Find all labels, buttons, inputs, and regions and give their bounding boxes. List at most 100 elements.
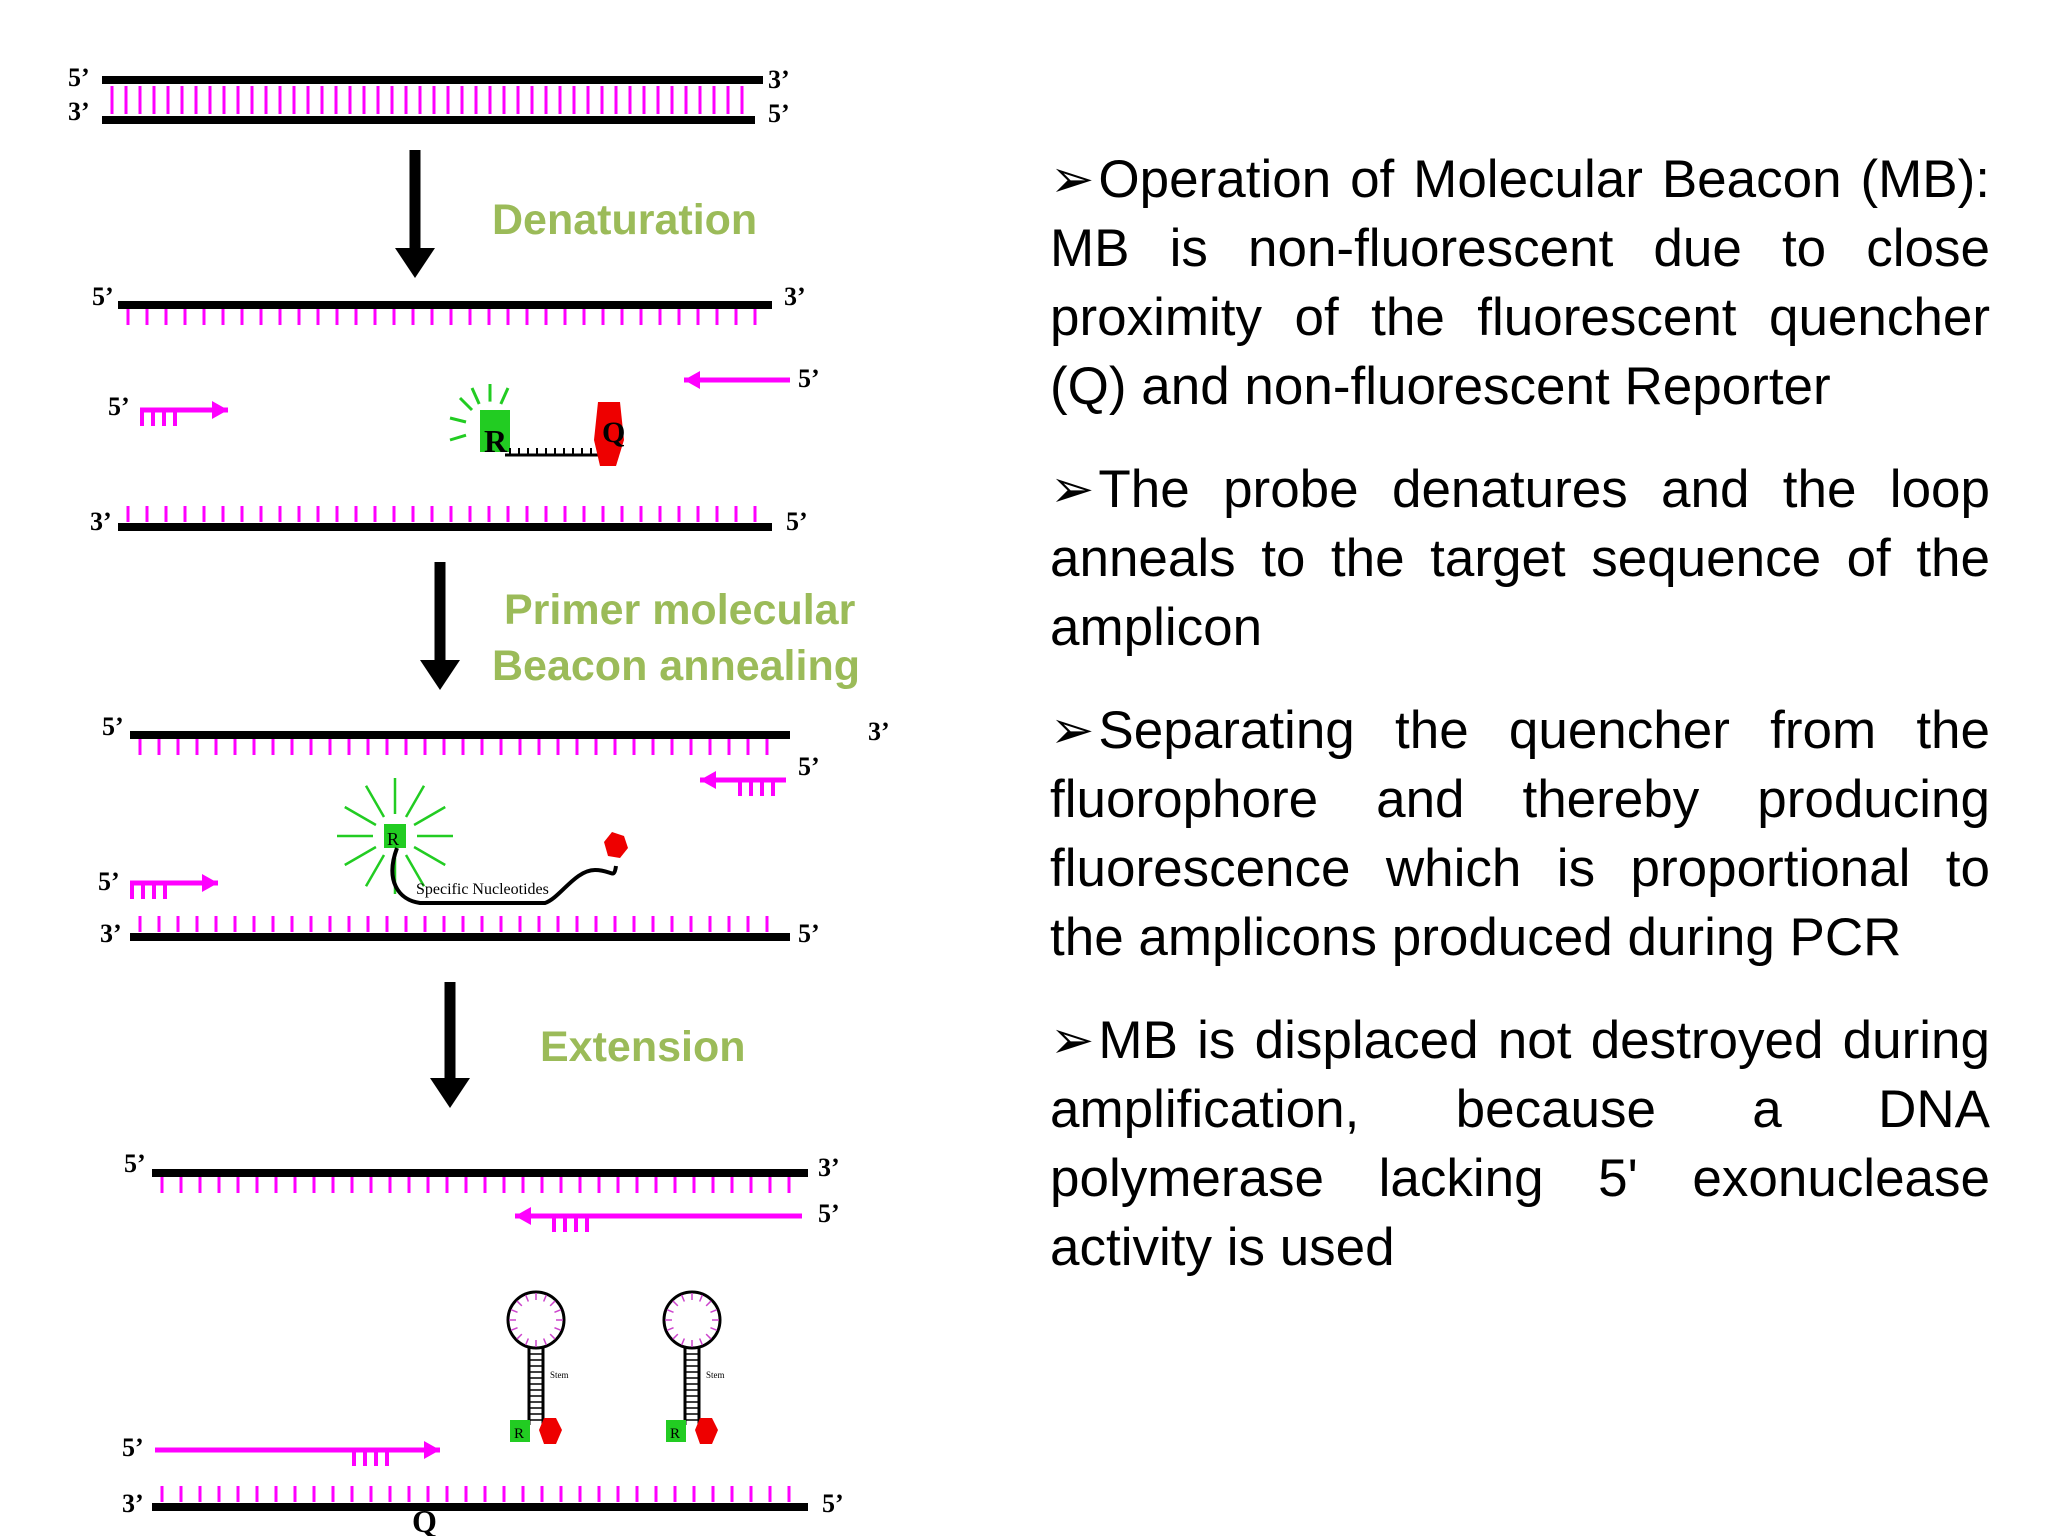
hairpin-loop (662, 1290, 722, 1350)
reporter-label: R (387, 829, 399, 849)
reporter-box (384, 824, 406, 848)
label-3-prime: 3’ (868, 717, 890, 746)
arrow-down-icon-head (430, 1078, 470, 1108)
primer-arrowhead (424, 1441, 440, 1459)
arrow-bullet-icon: ➢ (1050, 1011, 1095, 1070)
loop-tick (710, 1308, 718, 1314)
primer-arrowhead (202, 874, 218, 892)
label-5-prime: 5’ (798, 752, 820, 781)
arrow-bullet-icon: ➢ (1050, 701, 1095, 760)
label-5-prime: 5’ (98, 867, 120, 896)
quencher-shape (594, 402, 624, 466)
reporter-box (510, 1420, 530, 1442)
molecular-beacon-hairpin: R Stem (662, 1290, 725, 1444)
quencher-label: Q (602, 416, 625, 449)
loop-tick (542, 1338, 548, 1346)
quencher-label: Q (412, 1503, 437, 1536)
bullet-operation: ➢Operation of Molecular Beacon (MB): MB … (1050, 145, 1990, 421)
loop-tick (705, 1333, 712, 1340)
loop-tick (672, 1333, 679, 1340)
molecular-beacon-hairpin: R Stem (506, 1290, 569, 1444)
label-5-prime: 5’ (108, 392, 130, 421)
label-5-prime: 5’ (822, 1489, 844, 1518)
label-5-prime: 5’ (786, 507, 808, 536)
loop-tick (554, 1308, 562, 1314)
loop-tick (549, 1333, 556, 1340)
glow-ray (470, 387, 481, 405)
primer-arrowhead (515, 1207, 531, 1225)
loop-tick (549, 1300, 556, 1307)
label-5-prime: 5’ (68, 63, 90, 92)
stem-caption: Stem (550, 1370, 569, 1380)
loop-tick (666, 1326, 674, 1332)
reporter-box (666, 1420, 686, 1442)
bullet-separating-quencher: ➢Separating the quencher from the fluoro… (1050, 696, 1990, 972)
label-5-prime: 5’ (92, 282, 114, 311)
glow-ray (413, 845, 446, 867)
quencher-shape (539, 1418, 562, 1444)
hairpin-loop (506, 1290, 566, 1350)
step-label-annealing: Primer molecular Beacon annealing (492, 586, 860, 690)
loop-tick (698, 1294, 704, 1302)
glow-ray (458, 396, 474, 412)
loop-caption: Specific Nucleotides (416, 881, 549, 898)
bottom-ticks-4 (160, 1486, 791, 1502)
loop-tick (516, 1300, 523, 1307)
bottom-ticks-2 (126, 506, 757, 522)
label-3-prime: 3’ (68, 97, 90, 126)
arrow-down-icon-head (395, 248, 435, 278)
step-label-extension: Extension (540, 1023, 746, 1071)
primer-arrowhead (684, 371, 700, 389)
label-3-prime: 3’ (122, 1489, 144, 1518)
primer-arrowhead (700, 771, 716, 789)
arrow-bullet-icon: ➢ (1050, 150, 1095, 209)
loop-tick (698, 1338, 704, 1346)
bottom-ticks-3 (138, 916, 769, 932)
glow-ray (364, 854, 386, 887)
annealed-reverse-primer (700, 771, 786, 796)
bullet-mb-displaced: ➢MB is displaced not destroyed during am… (1050, 1006, 1990, 1282)
extended-forward-primer (155, 1441, 440, 1466)
reporter-label: R (514, 1426, 524, 1442)
quencher-shape (604, 832, 628, 858)
loop-tick (510, 1308, 518, 1314)
extended-reverse-primer (515, 1207, 802, 1232)
label-5-prime: 5’ (124, 1149, 146, 1178)
loop-tick (510, 1326, 518, 1332)
bullet-probe-denatures: ➢The probe denatures and the loop anneal… (1050, 455, 1990, 662)
loop-tick (542, 1294, 548, 1302)
label-5-prime: 5’ (818, 1199, 840, 1228)
loop-tick (516, 1333, 523, 1340)
label-3-prime: 3’ (768, 65, 790, 94)
stem-caption: Stem (706, 1370, 725, 1380)
label-5-prime: 5’ (798, 919, 820, 948)
loop-tick (680, 1294, 686, 1302)
base-pairs-1 (110, 86, 744, 114)
label-3-prime: 3’ (818, 1153, 840, 1182)
glow-ray (404, 854, 426, 887)
arrow-down-icon-head (420, 660, 460, 690)
forward-primer (140, 401, 228, 426)
loop-tick (680, 1338, 686, 1346)
top-ticks-3 (138, 739, 769, 755)
primer-arrowhead (212, 401, 228, 419)
loop-tick (524, 1294, 530, 1302)
glow-ray (449, 416, 467, 424)
label-5-prime: 5’ (102, 712, 124, 741)
probe-strand (390, 847, 618, 905)
reporter-label: R (670, 1426, 680, 1442)
quencher-shape (695, 1418, 718, 1444)
reporter-box (480, 410, 510, 452)
loop-tick (524, 1338, 530, 1346)
glow-ray (364, 785, 386, 818)
forward-primer-3 (130, 874, 218, 899)
arrow-bullet-icon: ➢ (1050, 460, 1095, 519)
glow-ray (344, 805, 377, 827)
loop-tick (705, 1300, 712, 1307)
label-3-prime: 3’ (784, 282, 806, 311)
loop-tick (554, 1326, 562, 1332)
label-3-prime: 3’ (90, 507, 112, 536)
glow-ray (449, 433, 467, 442)
loop-tick (710, 1326, 718, 1332)
description-panel: ➢Operation of Molecular Beacon (MB): MB … (1050, 145, 1990, 1316)
